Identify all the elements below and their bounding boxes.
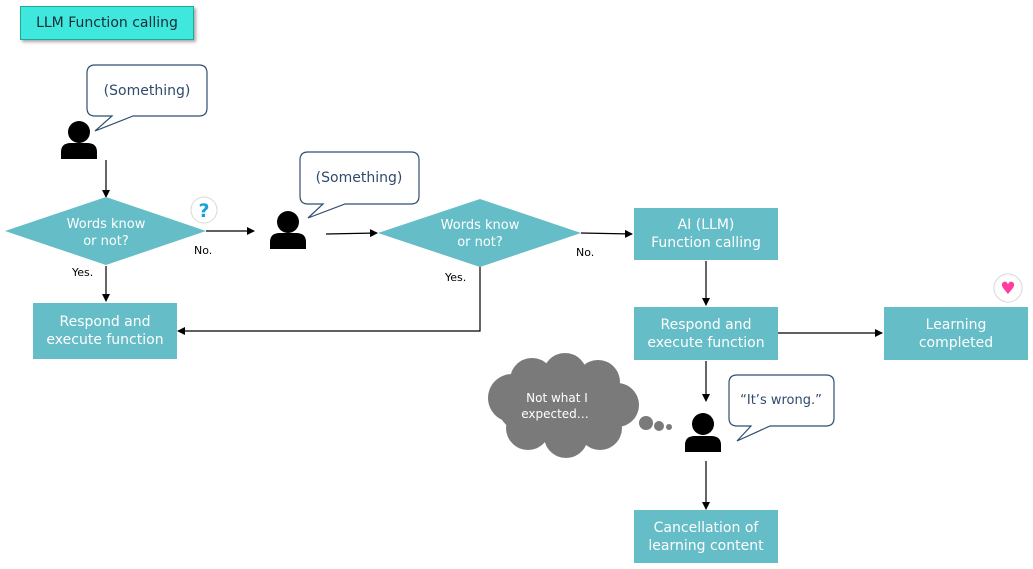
edge-label-yes-2: Yes. — [444, 271, 466, 284]
person-icon — [685, 413, 721, 452]
speech-bubble-2-text: (Something) — [316, 170, 403, 186]
arrow-decision2-yes-to-respond — [177, 266, 481, 335]
speech-bubble-3: “It’s wrong.” — [728, 374, 835, 442]
person-icon — [61, 121, 97, 159]
decision-1-shape — [5, 197, 206, 265]
box-respond-right: Respond and execute function — [634, 307, 778, 360]
box-cancellation-line-2: learning content — [648, 538, 764, 554]
speech-bubble-1-text: (Something) — [104, 83, 191, 99]
box-ai-llm-line-1: AI (LLM) — [678, 217, 735, 233]
arrow-user2-to-decision2 — [325, 229, 378, 238]
box-ai-llm: AI (LLM) Function calling — [634, 208, 778, 260]
thought-cloud: Not what I expected… — [488, 353, 672, 458]
connectors — [102, 160, 883, 510]
decision-2-shape — [378, 199, 581, 267]
person-icon — [270, 211, 306, 249]
thought-cloud-line-1: Not what I — [526, 391, 588, 405]
box-respond-left-line-1: Respond and — [59, 314, 150, 330]
diagram-title: LLM Function calling — [20, 6, 194, 40]
arrow-decision2-no-to-ai — [580, 229, 633, 238]
thought-cloud-line-2: expected… — [521, 407, 589, 421]
box-learning-completed: Learning completed — [884, 307, 1028, 360]
decision-2: Words know or not? — [378, 199, 581, 267]
edge-label-no-2: No. — [576, 246, 594, 259]
heart-icon: ♥ — [993, 273, 1023, 303]
box-learning-line-1: Learning — [926, 317, 987, 333]
box-respond-right-line-1: Respond and — [660, 317, 751, 333]
box-respond-left: Respond and execute function — [33, 303, 177, 359]
edge-label-no-1: No. — [194, 244, 212, 257]
box-ai-llm-line-2: Function calling — [651, 235, 761, 251]
speech-bubble-1: (Something) — [86, 64, 208, 132]
question-icon: ? — [190, 196, 218, 224]
decision-2-line-1: Words know — [441, 218, 520, 233]
decision-1-line-2: or not? — [83, 234, 129, 249]
box-cancellation: Cancellation of learning content — [634, 510, 778, 563]
box-respond-left-line-2: execute function — [46, 332, 163, 348]
decision-2-line-2: or not? — [457, 235, 503, 250]
box-cancellation-line-1: Cancellation of — [654, 520, 760, 536]
svg-text:?: ? — [198, 200, 209, 222]
speech-bubble-3-text: “It’s wrong.” — [740, 393, 822, 408]
speech-bubble-2: (Something) — [299, 151, 420, 219]
svg-text:♥: ♥ — [1000, 279, 1015, 299]
decision-1: Words know or not? — [5, 197, 206, 265]
edge-label-yes-1: Yes. — [71, 266, 93, 279]
decision-1-line-1: Words know — [67, 217, 146, 232]
box-respond-right-line-2: execute function — [647, 335, 764, 351]
box-learning-line-2: completed — [919, 335, 993, 351]
